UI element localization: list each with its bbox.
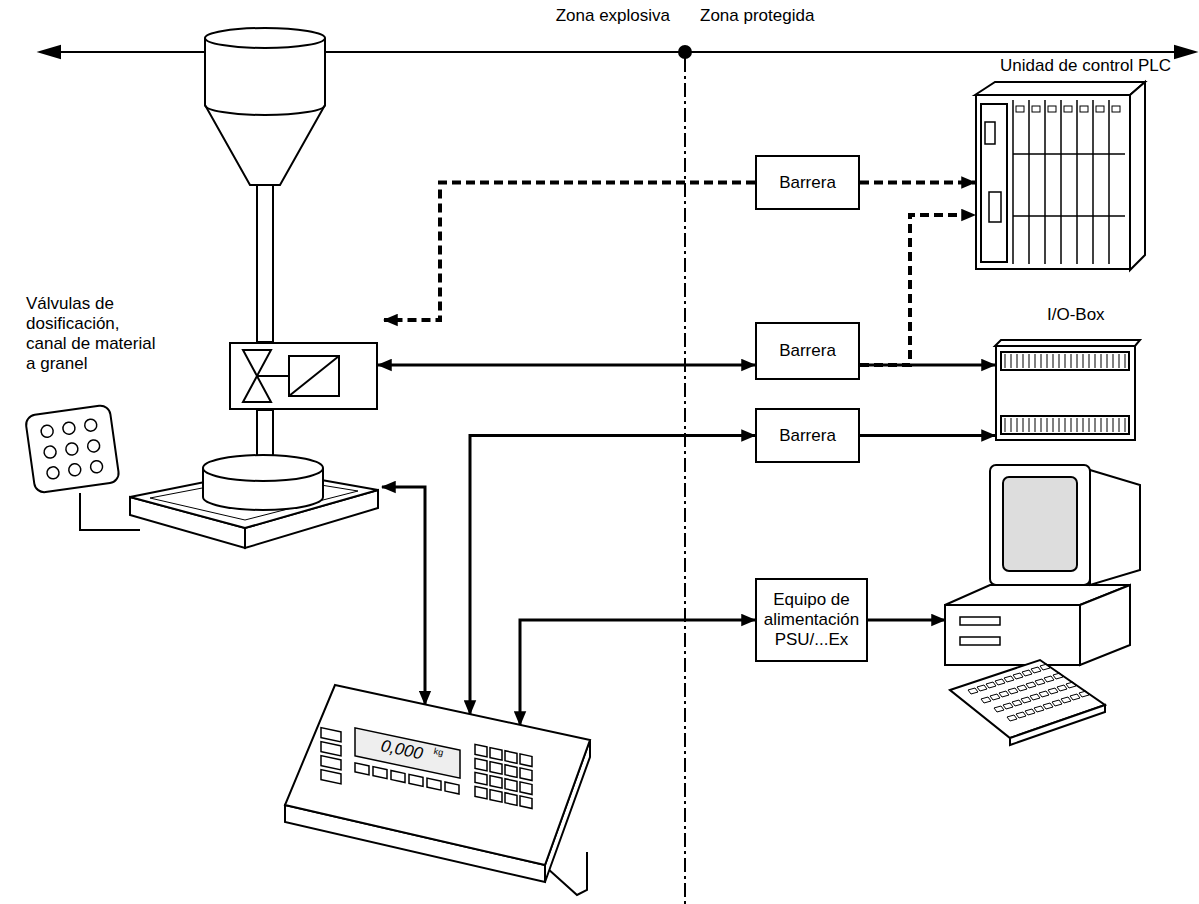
key bbox=[1052, 700, 1062, 706]
key bbox=[1066, 682, 1076, 688]
signal-line bbox=[860, 434, 995, 437]
key bbox=[1026, 682, 1036, 688]
axis-arrow bbox=[40, 46, 60, 58]
key bbox=[1013, 673, 1023, 679]
node-heading: Válvulas de dosificación, canal de mater… bbox=[26, 294, 158, 374]
key bbox=[1034, 706, 1044, 712]
key bbox=[1035, 679, 1045, 685]
axis-dot bbox=[679, 46, 691, 58]
key bbox=[1025, 709, 1035, 715]
key bbox=[994, 706, 1004, 712]
valve-unit: Válvulas de dosificación, canal de mater… bbox=[229, 342, 378, 410]
key bbox=[986, 682, 996, 688]
barrier-box: Barrera bbox=[755, 155, 860, 210]
scale-platform bbox=[130, 455, 378, 548]
axis-arrow bbox=[1175, 46, 1195, 58]
key bbox=[990, 694, 1000, 700]
zone-divider bbox=[684, 58, 686, 904]
box-label: Barrera bbox=[779, 173, 836, 193]
dashed-signal-line bbox=[384, 183, 755, 321]
barrier-box: Barrera bbox=[755, 408, 860, 463]
key bbox=[1044, 676, 1054, 682]
key bbox=[995, 679, 1005, 685]
signal-line bbox=[520, 620, 755, 725]
key bbox=[1057, 685, 1067, 691]
key bbox=[1070, 694, 1080, 700]
node-heading: I/O-Box bbox=[1047, 305, 1105, 325]
computer bbox=[945, 465, 1140, 745]
key bbox=[1039, 691, 1049, 697]
key bbox=[1048, 688, 1058, 694]
dashed-signal-line bbox=[860, 215, 975, 365]
io-box: I/O-Box bbox=[995, 332, 1140, 442]
keyboard-keys bbox=[968, 664, 1089, 721]
key bbox=[1061, 697, 1071, 703]
key bbox=[977, 685, 987, 691]
plc-unit: Unidad de control PLC bbox=[975, 82, 1145, 270]
key bbox=[1031, 667, 1041, 673]
power-supply-box: Equipo de alimentación PSU/...Ex bbox=[755, 578, 868, 662]
key bbox=[1003, 703, 1013, 709]
key bbox=[1022, 670, 1032, 676]
key bbox=[1021, 697, 1031, 703]
signal-line bbox=[470, 436, 755, 715]
barrier-box: Barrera bbox=[755, 322, 860, 380]
hopper bbox=[205, 28, 325, 342]
zone-label: Zona explosiva bbox=[470, 6, 670, 26]
hand-keypad bbox=[25, 404, 120, 493]
node-heading: kg bbox=[433, 746, 444, 758]
key bbox=[1040, 664, 1050, 670]
scale-cable bbox=[382, 487, 425, 704]
zone-label: Zona protegida bbox=[700, 6, 900, 26]
box-label: Barrera bbox=[779, 426, 836, 446]
key bbox=[981, 697, 991, 703]
key bbox=[968, 688, 978, 694]
key bbox=[1008, 688, 1018, 694]
key bbox=[1079, 691, 1089, 697]
keypad-cable bbox=[80, 493, 140, 530]
key bbox=[1004, 676, 1014, 682]
key bbox=[1030, 694, 1040, 700]
dashed-signal-line bbox=[860, 181, 975, 185]
key bbox=[1053, 673, 1063, 679]
key bbox=[1012, 700, 1022, 706]
key bbox=[999, 691, 1009, 697]
pc-cable bbox=[868, 619, 945, 622]
key bbox=[1043, 703, 1053, 709]
box-label: Barrera bbox=[779, 341, 836, 361]
weighing-terminal: 0,000kg bbox=[285, 680, 595, 900]
weighing-terminal-outline bbox=[285, 680, 595, 900]
node-heading: Unidad de control PLC bbox=[1000, 56, 1171, 76]
io-box-outline bbox=[995, 332, 1140, 442]
box-label: Equipo de alimentación PSU/...Ex bbox=[763, 590, 860, 650]
key bbox=[1016, 712, 1026, 718]
plc-unit-outline bbox=[975, 82, 1145, 270]
key bbox=[1007, 715, 1017, 721]
signal-line bbox=[378, 364, 755, 367]
valve-unit-outline bbox=[229, 342, 378, 410]
key bbox=[1017, 685, 1027, 691]
